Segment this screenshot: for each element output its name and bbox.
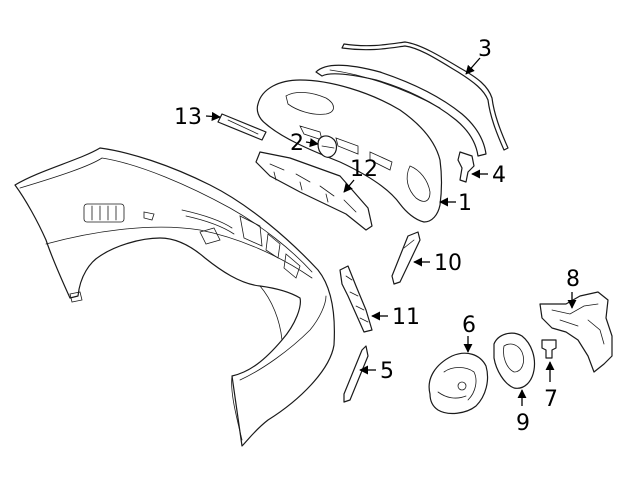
bumper-cover	[14, 147, 335, 447]
callout-10: 10	[434, 251, 462, 276]
callout-4: 4	[492, 163, 506, 188]
callout-9: 9	[516, 411, 530, 436]
callout-12: 12	[350, 157, 378, 182]
callout-5: 5	[380, 359, 394, 384]
mounting-bracket	[539, 291, 613, 373]
callout-13: 13	[174, 105, 202, 130]
leader-lines	[205, 57, 577, 406]
diffuser-frame	[315, 64, 487, 157]
small-strip	[217, 113, 267, 141]
reflector-strip	[391, 231, 421, 285]
small-bracket	[457, 151, 475, 183]
fastener	[541, 339, 557, 359]
clip	[317, 135, 338, 158]
callout-8: 8	[566, 267, 580, 292]
callout-6: 6	[462, 313, 476, 338]
callout-7: 7	[544, 387, 558, 412]
sensor-bracket	[493, 332, 536, 389]
side-bracket	[339, 265, 373, 333]
rear-diffuser	[256, 79, 443, 223]
side-strip	[343, 345, 369, 403]
lower-bracket-rail	[255, 151, 373, 231]
callout-1: 1	[458, 191, 472, 216]
callout-labels: 1 2 3 4 5 6 7 8 9 10 11 12 13	[174, 37, 580, 436]
callout-2: 2	[290, 131, 304, 156]
callout-3: 3	[478, 37, 492, 62]
upper-trim-strip	[341, 41, 509, 151]
callout-11: 11	[392, 305, 420, 330]
sensor-housing	[428, 352, 489, 415]
